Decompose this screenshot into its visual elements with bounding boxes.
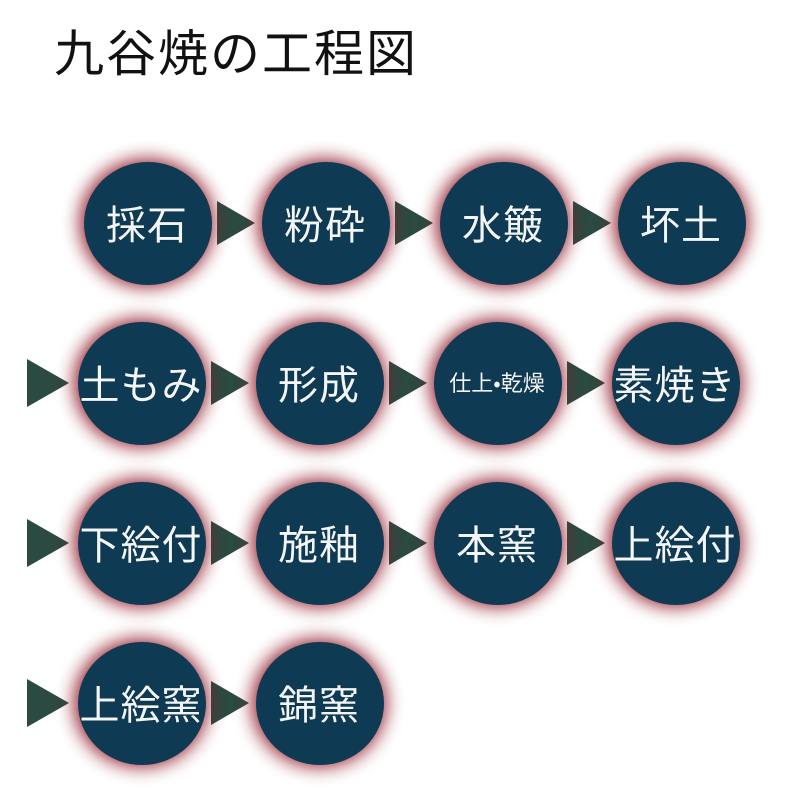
node-circle — [262, 162, 390, 285]
arrow-triangle-icon — [395, 201, 433, 245]
process-node[interactable]: 上絵付 — [608, 479, 742, 607]
row-4: 上絵窯 錦窯 — [22, 628, 386, 778]
page-title: 九谷焼の工程図 — [54, 26, 418, 82]
process-node[interactable]: 粉砕 — [258, 159, 392, 287]
node-circle — [78, 322, 206, 445]
node-circle — [434, 482, 562, 605]
arrow-triangle-icon — [567, 521, 605, 565]
process-node[interactable]: 土もみ — [74, 319, 208, 447]
arrow-triangle-icon — [389, 361, 427, 405]
node-circle — [256, 482, 384, 605]
process-node-label: 坏土 — [640, 203, 722, 248]
flow-arrow-icon — [564, 355, 608, 411]
flow-arrow-icon — [208, 675, 252, 731]
node-circle — [84, 162, 212, 285]
flow-arrow-icon — [564, 515, 608, 571]
node-circle — [256, 322, 384, 445]
process-node-label: 粉砕 — [284, 203, 366, 248]
process-node-label: 素焼き — [613, 363, 737, 408]
arrow-triangle-icon — [211, 361, 249, 405]
process-node[interactable]: 素焼き — [608, 319, 742, 447]
arrow-triangle-icon — [217, 201, 255, 245]
process-node[interactable]: 上絵窯 — [74, 639, 208, 767]
process-node-label: 形成 — [278, 363, 360, 408]
process-node[interactable]: 採石 — [80, 159, 214, 287]
process-node[interactable]: 形成 — [252, 319, 386, 447]
process-node-label: 仕上・乾燥 — [449, 371, 545, 396]
process-node[interactable]: 錦窯 — [252, 639, 386, 767]
row-1: 採石 粉砕 水簸 坏土 — [80, 148, 748, 298]
node-circle — [78, 642, 206, 765]
node-circle — [440, 162, 568, 285]
node-circle — [618, 162, 746, 285]
flow-arrow-icon — [570, 195, 614, 251]
arrow-triangle-icon — [573, 201, 611, 245]
node-circle — [434, 322, 562, 445]
arrow-triangle-icon — [211, 521, 249, 565]
process-node-label: 本窯 — [456, 523, 538, 568]
arrow-triangle-icon — [389, 521, 427, 565]
process-node[interactable]: 下絵付 — [74, 479, 208, 607]
flow-arrow-icon — [386, 515, 430, 571]
process-node-label: 下絵付 — [79, 523, 203, 568]
flow-arrow-icon — [208, 355, 252, 411]
process-node-label: 施釉 — [278, 523, 360, 568]
node-circle — [256, 642, 384, 765]
arrow-triangle-icon — [27, 359, 69, 407]
arrow-triangle-icon — [211, 681, 249, 725]
process-node[interactable]: 仕上・乾燥 — [430, 319, 564, 447]
node-circle — [612, 322, 740, 445]
node-circle — [612, 482, 740, 605]
flow-arrow-icon — [386, 355, 430, 411]
flow-arrow-icon — [392, 195, 436, 251]
flow-arrow-icon — [208, 515, 252, 571]
process-node-label: 土もみ — [79, 363, 203, 408]
process-node-label: 上絵付 — [613, 523, 737, 568]
flow-arrow-icon — [22, 675, 74, 731]
process-node-label: 錦窯 — [278, 683, 360, 728]
process-node-label: 上絵窯 — [79, 683, 203, 728]
process-node[interactable]: 坏土 — [614, 159, 748, 287]
arrow-triangle-icon — [27, 519, 69, 567]
arrow-triangle-icon — [27, 679, 69, 727]
flow-arrow-icon — [214, 195, 258, 251]
process-node-label: 水簸 — [462, 203, 544, 248]
flow-arrow-icon — [22, 355, 74, 411]
flow-arrow-icon — [22, 515, 74, 571]
process-node[interactable]: 水簸 — [436, 159, 570, 287]
arrow-triangle-icon — [567, 361, 605, 405]
node-circle — [78, 482, 206, 605]
row-3: 下絵付 施釉 本窯 上絵付 — [22, 468, 742, 618]
process-node[interactable]: 本窯 — [430, 479, 564, 607]
process-node-label: 採石 — [106, 203, 188, 248]
row-2: 土もみ 形成 仕上・乾燥 素焼き — [22, 308, 742, 458]
process-node[interactable]: 施釉 — [252, 479, 386, 607]
